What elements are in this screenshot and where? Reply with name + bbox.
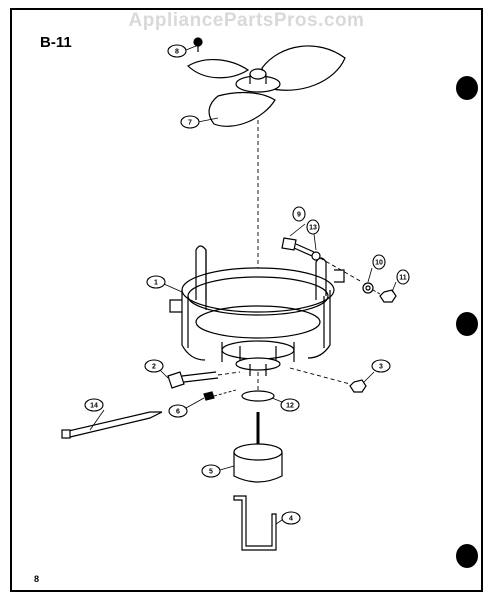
callout-6: 6 [168,404,188,418]
callout-label: 11 [399,275,407,282]
callout-label: 2 [152,364,156,371]
callout-14: 14 [84,398,104,412]
callout-13: 13 [306,219,320,235]
callout-label: 6 [176,409,180,416]
page-number: 8 [34,574,40,584]
bolt-left-lower [167,371,219,389]
page-frame [10,8,483,592]
callout-label: 8 [175,49,179,56]
cable-tie [61,411,163,439]
callout-label: 7 [188,120,192,127]
callout-label: 4 [289,516,293,523]
motor-mount-frame [169,245,345,376]
callout-3: 3 [371,359,391,373]
callout-2: 2 [144,359,164,373]
callout-5: 5 [201,464,221,478]
watermark-text: AppliancePartsPros.com [128,10,365,31]
binder-hole-bottom [456,544,478,568]
callout-label: 14 [90,403,98,410]
callout-label: 5 [209,469,213,476]
callout-8-top: 8 [167,44,187,58]
top-screw [193,37,203,52]
callout-4: 4 [281,511,301,525]
binder-hole-top [456,76,478,100]
bracket [233,495,277,551]
fan-blade [187,45,346,127]
callout-10: 10 [372,254,386,270]
callout-label: 9 [297,212,301,219]
callout-9: 9 [292,206,306,222]
callout-7: 7 [180,115,200,129]
callout-label: 3 [379,364,383,371]
bolt-right-upper [281,237,321,261]
callout-1: 1 [146,275,166,289]
callout-label: 10 [375,260,383,267]
page-code: B-11 [40,34,72,51]
callout-label: 13 [309,225,317,232]
callout-11: 11 [396,269,410,285]
callout-12: 12 [280,398,300,412]
callout-label: 1 [154,280,158,287]
callout-label: 12 [286,403,294,410]
motor [233,412,283,483]
binder-hole-middle [456,312,478,336]
